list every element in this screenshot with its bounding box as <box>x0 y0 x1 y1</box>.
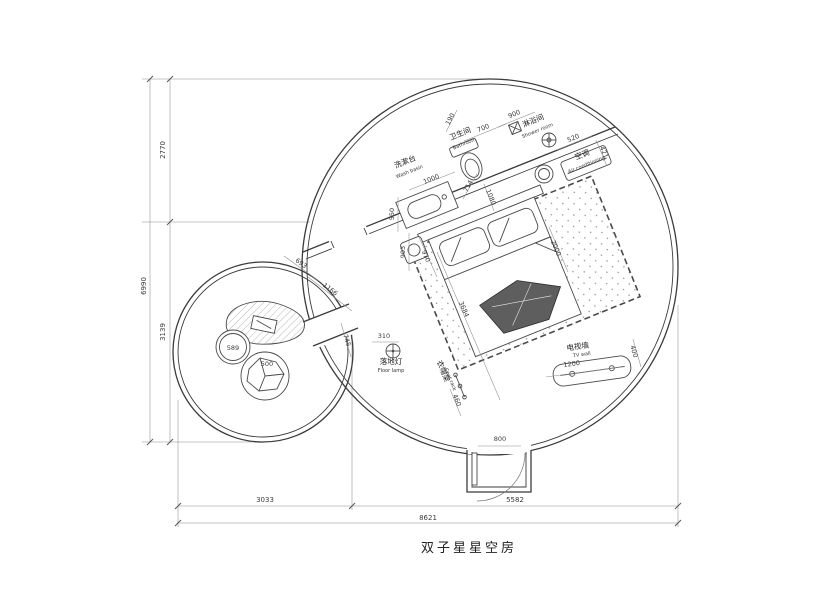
dim-460: 460 <box>451 393 463 408</box>
nightstand <box>400 236 428 264</box>
floor-lamp-icon <box>385 343 401 359</box>
dim-1080: 1080 <box>484 188 498 206</box>
dim-left-upper: 2770 <box>159 141 167 159</box>
dim-310: 310 <box>378 332 390 340</box>
dim-left-lower: 3139 <box>159 323 167 341</box>
bed-throw <box>479 280 562 334</box>
shower-head-icon <box>541 132 557 148</box>
dim-745: 745 <box>341 333 352 347</box>
left-dimension-chain: 2770 3139 6990 <box>140 75 486 446</box>
floor-lamp-label-cn: 落地灯 <box>380 356 403 366</box>
small-room-wall <box>172 261 354 443</box>
dim-500: 500 <box>261 360 273 368</box>
dim-700: 700 <box>476 122 491 134</box>
wash-basin-counter <box>395 180 459 230</box>
tv-wall-label-en: TV wall <box>572 351 592 360</box>
small-room-desk <box>225 301 305 345</box>
bed-area <box>408 175 642 372</box>
dim-overall-width: 8621 <box>419 514 437 522</box>
small-room-round-table <box>240 351 290 401</box>
entrance: 800 <box>466 435 532 502</box>
dim-903: 903 <box>399 246 407 258</box>
dim-550: 550 <box>388 208 396 220</box>
toilet <box>449 138 483 181</box>
drawing-title: 双子星星空房 <box>421 540 517 556</box>
dim-714: 714 <box>462 179 475 194</box>
room-passage <box>295 301 365 353</box>
dim-589: 589 <box>227 344 239 352</box>
bottom-dimension-chain: 3033 5582 8621 <box>174 305 682 527</box>
dim-bottom-right: 5582 <box>506 496 524 504</box>
door-leaf <box>471 452 478 486</box>
dim-door-width: 800 <box>494 435 506 443</box>
coat-rack-icon <box>453 372 467 400</box>
dim-1000: 1000 <box>422 172 440 186</box>
dim-1166: 1166 <box>321 281 339 297</box>
door-swing-arc <box>476 452 526 502</box>
dim-overall-height: 6990 <box>140 277 148 295</box>
dim-400: 400 <box>628 344 639 358</box>
air-conditioner-unit <box>560 145 612 181</box>
dim-1200: 1200 <box>563 359 580 369</box>
floor-drain-icon <box>507 120 523 136</box>
side-table <box>534 164 554 184</box>
tv-wall-label-cn: 电视墙 <box>566 339 590 352</box>
small-room-stool <box>215 329 251 365</box>
dim-bottom-left: 3033 <box>256 496 274 504</box>
floor-lamp-label-en: Floor lamp <box>378 368 405 374</box>
